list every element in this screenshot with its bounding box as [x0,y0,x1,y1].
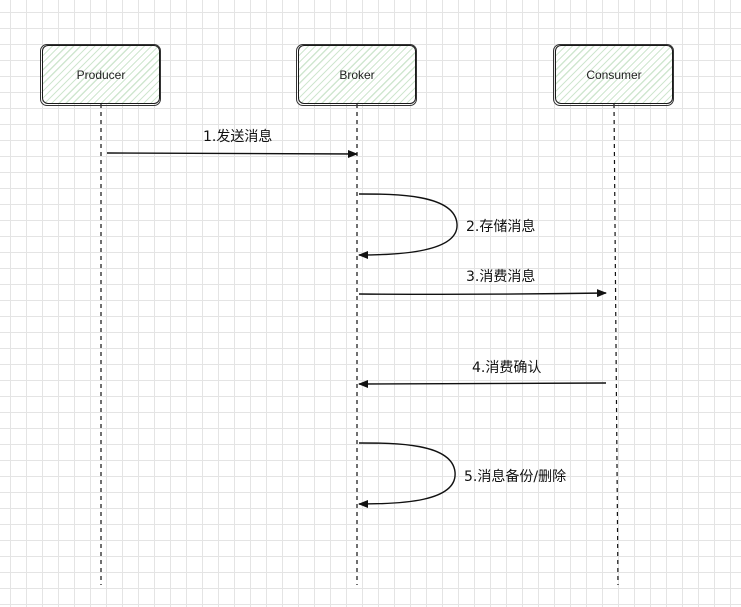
message-label-4: 4.消费确认 [472,360,542,376]
consumer-lifeline [613,103,619,586]
producer-participant[interactable]: Producer [40,44,161,106]
message-arrow-4 [358,379,607,388]
message-arrow-2 [358,193,458,259]
consumer-label: Consumer [586,67,642,82]
broker-label: Broker [339,67,375,82]
message-arrow-3 [358,289,607,298]
producer-label: Producer [76,67,126,82]
consumer-participant[interactable]: Consumer [553,44,674,106]
message-arrow-5 [358,442,456,508]
message-arrow-1 [106,149,358,158]
broker-participant[interactable]: Broker [296,44,417,106]
message-label-5: 5.消息备份/删除 [464,469,567,485]
message-label-2: 2.存储消息 [466,219,536,235]
message-label-3: 3.消费消息 [466,269,536,285]
message-label-1: 1.发送消息 [203,129,273,145]
